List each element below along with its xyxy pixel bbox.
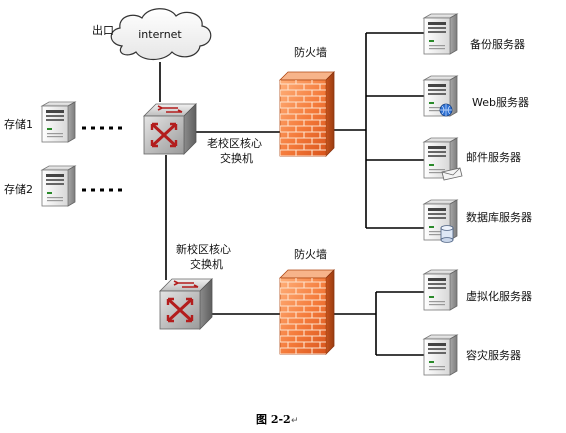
virtualization-server-label: 虚拟化服务器 (466, 289, 532, 303)
firewall-top-label: 防火墙 (294, 45, 327, 59)
figure-caption: 图 2-2 (256, 413, 291, 426)
paragraph-mark: ↵ (291, 416, 299, 426)
storage-icon (41, 101, 76, 143)
database-icon (440, 225, 454, 243)
server-icon (423, 269, 458, 311)
firewall-bottom (279, 269, 335, 355)
server-icon (423, 13, 458, 55)
firewall-icon (279, 71, 335, 157)
mail-server-label: 邮件服务器 (466, 151, 521, 164)
envelope-icon (441, 167, 463, 181)
backup-server (423, 13, 458, 55)
database-server (423, 199, 458, 243)
backup-server-label: 备份服务器 (470, 37, 525, 51)
database-server-label: 数据库服务器 (466, 210, 532, 224)
virtualization-server (423, 269, 458, 311)
firewall-icon (279, 269, 335, 355)
server-icon (423, 334, 458, 376)
storage-1 (41, 101, 76, 143)
new-core-switch (158, 277, 214, 331)
storage-links (82, 126, 124, 192)
storage-icon (41, 165, 76, 207)
internet-cloud: internet (110, 8, 212, 61)
firewall-top (279, 71, 335, 157)
storage-2-label: 存储2 (4, 182, 33, 196)
web-server (423, 75, 458, 117)
cloud-icon (110, 8, 212, 61)
globe-icon (439, 103, 453, 117)
new-core-switch-label-line2: 交换机 (190, 257, 223, 271)
cloud-label: internet (138, 28, 182, 41)
storage-1-label: 存储1 (4, 117, 33, 131)
new-core-switch-label-line1: 新校区核心 (176, 242, 231, 256)
storage-2 (41, 165, 76, 207)
connection-lines (159, 32, 424, 356)
disaster-recovery-server-label: 容灾服务器 (466, 348, 521, 362)
mail-server (423, 137, 463, 181)
switch-icon (142, 102, 198, 156)
old-core-switch-label-line1: 老校区核心 (207, 136, 262, 150)
old-core-switch-label-line2: 交换机 (220, 151, 253, 165)
switch-icon (158, 277, 214, 331)
old-core-switch (142, 102, 198, 156)
exit-label: 出口 (92, 23, 114, 37)
firewall-bottom-label: 防火墙 (294, 247, 327, 261)
web-server-label: Web服务器 (472, 96, 529, 109)
disaster-recovery-server (423, 334, 458, 376)
